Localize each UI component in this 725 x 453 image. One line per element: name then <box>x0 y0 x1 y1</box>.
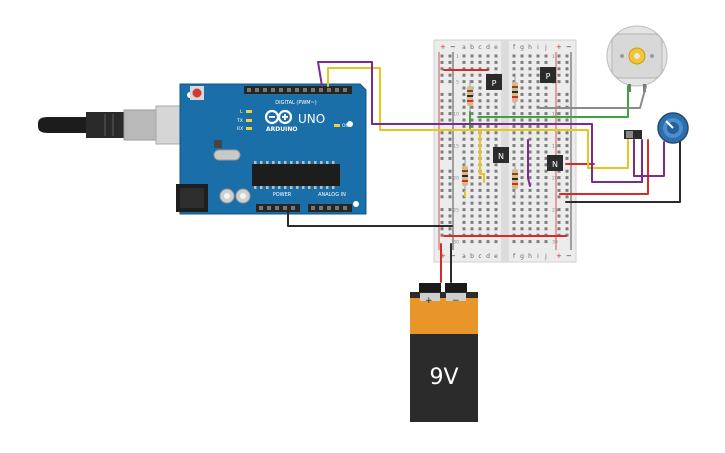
resistor[interactable] <box>512 163 518 195</box>
rail-minus-label: − <box>566 43 572 51</box>
wire-purple <box>527 139 531 187</box>
led-on-label: ON <box>342 123 349 129</box>
resistor[interactable] <box>467 80 473 112</box>
transistor-type-label: P <box>492 79 497 88</box>
rail-minus-label: − <box>566 252 572 260</box>
resistor[interactable] <box>462 160 468 192</box>
row-number: 5 <box>456 80 459 86</box>
rail-plus-label: + <box>440 43 446 51</box>
column-letter: f <box>513 44 516 51</box>
column-letter: g <box>520 253 524 260</box>
row-number: 10 <box>552 112 558 118</box>
column-letter: a <box>462 253 466 260</box>
arduino-logo <box>264 109 293 125</box>
column-letter: b <box>470 253 474 260</box>
column-letter: h <box>528 253 532 260</box>
row-number: 15 <box>453 144 459 150</box>
led-rx-label: RX <box>237 126 243 132</box>
column-letter: c <box>478 44 481 51</box>
crystal-oscillator <box>213 149 241 161</box>
wire-yellow <box>479 129 629 169</box>
row-number: 30 <box>552 240 558 246</box>
row-number: 30 <box>453 240 459 246</box>
row-number: 20 <box>453 176 459 182</box>
reset-button-cap[interactable] <box>192 88 202 98</box>
rail-plus-label: + <box>556 252 562 260</box>
led-tx <box>246 119 252 122</box>
voltage-regulator <box>214 140 222 148</box>
wires <box>287 61 681 283</box>
column-letter: i <box>537 44 539 51</box>
column-letter: d <box>486 253 490 260</box>
transistor-n-2[interactable]: N <box>547 155 563 171</box>
row-number: 1 <box>456 54 459 60</box>
transistor-type-label: P <box>546 72 551 81</box>
row-number: 25 <box>453 208 459 214</box>
wire-black <box>287 211 453 227</box>
model-text: UNO <box>298 112 325 126</box>
column-letter: h <box>528 44 532 51</box>
led-tx-label: TX <box>236 118 243 124</box>
wire-yellow <box>327 67 485 183</box>
usb-cable <box>38 105 203 145</box>
atmega-chip <box>252 164 340 186</box>
rail-plus-label: + <box>556 43 562 51</box>
column-letter: g <box>520 44 524 51</box>
wire-green <box>477 85 629 118</box>
transistor-type-label: N <box>498 152 504 161</box>
transistor-n-1[interactable]: N <box>493 147 509 163</box>
battery-voltage-label: 9V <box>429 365 458 390</box>
transistor-type-label: N <box>552 160 558 169</box>
row-number: 15 <box>552 144 558 150</box>
brand-text: ARDUINO <box>266 126 297 133</box>
power-label: POWER <box>273 192 292 198</box>
led-rx <box>246 127 252 130</box>
column-letter: j <box>544 253 547 260</box>
led-l-label: L <box>240 109 243 115</box>
column-letter: d <box>486 44 490 51</box>
wire-purple <box>633 139 665 177</box>
wire-red <box>559 139 649 195</box>
column-letter: e <box>494 44 498 51</box>
battery-minus-label: − <box>452 296 460 306</box>
row-number: 25 <box>552 208 558 214</box>
led-on <box>334 124 340 127</box>
analog-label: ANALOG IN <box>318 192 346 198</box>
digital-label: DIGITAL (PWM~) <box>275 100 317 106</box>
column-letter: e <box>494 253 498 260</box>
transistor-p-2[interactable]: P <box>540 67 556 83</box>
dc-motor[interactable] <box>606 25 668 92</box>
row-number: 10 <box>453 112 459 118</box>
potentiometer[interactable] <box>657 112 689 144</box>
column-letter: c <box>478 253 481 260</box>
arduino-uno-board[interactable]: DIGITAL (PWM~) L TX RX ON ARDUINO UNO <box>176 83 367 215</box>
column-letter: f <box>513 253 516 260</box>
column-letter: i <box>537 253 539 260</box>
column-letter: a <box>462 44 466 51</box>
rail-minus-label: − <box>450 252 456 260</box>
slide-switch[interactable] <box>624 130 642 139</box>
led-l <box>246 110 252 113</box>
wire-black <box>565 141 681 203</box>
battery-9v[interactable]: + − 9V <box>410 283 478 422</box>
row-number: 1 <box>552 54 555 60</box>
rail-minus-label: − <box>450 43 456 51</box>
resistor[interactable] <box>512 76 518 108</box>
battery-plus-label: + <box>425 296 433 306</box>
column-letter: b <box>470 44 474 51</box>
transistor-p-1[interactable]: P <box>486 74 502 90</box>
rail-plus-label: + <box>440 252 446 260</box>
row-number: 20 <box>552 176 558 182</box>
wire-gray <box>539 85 647 109</box>
wire-purple <box>317 61 643 183</box>
column-letter: j <box>544 44 547 51</box>
